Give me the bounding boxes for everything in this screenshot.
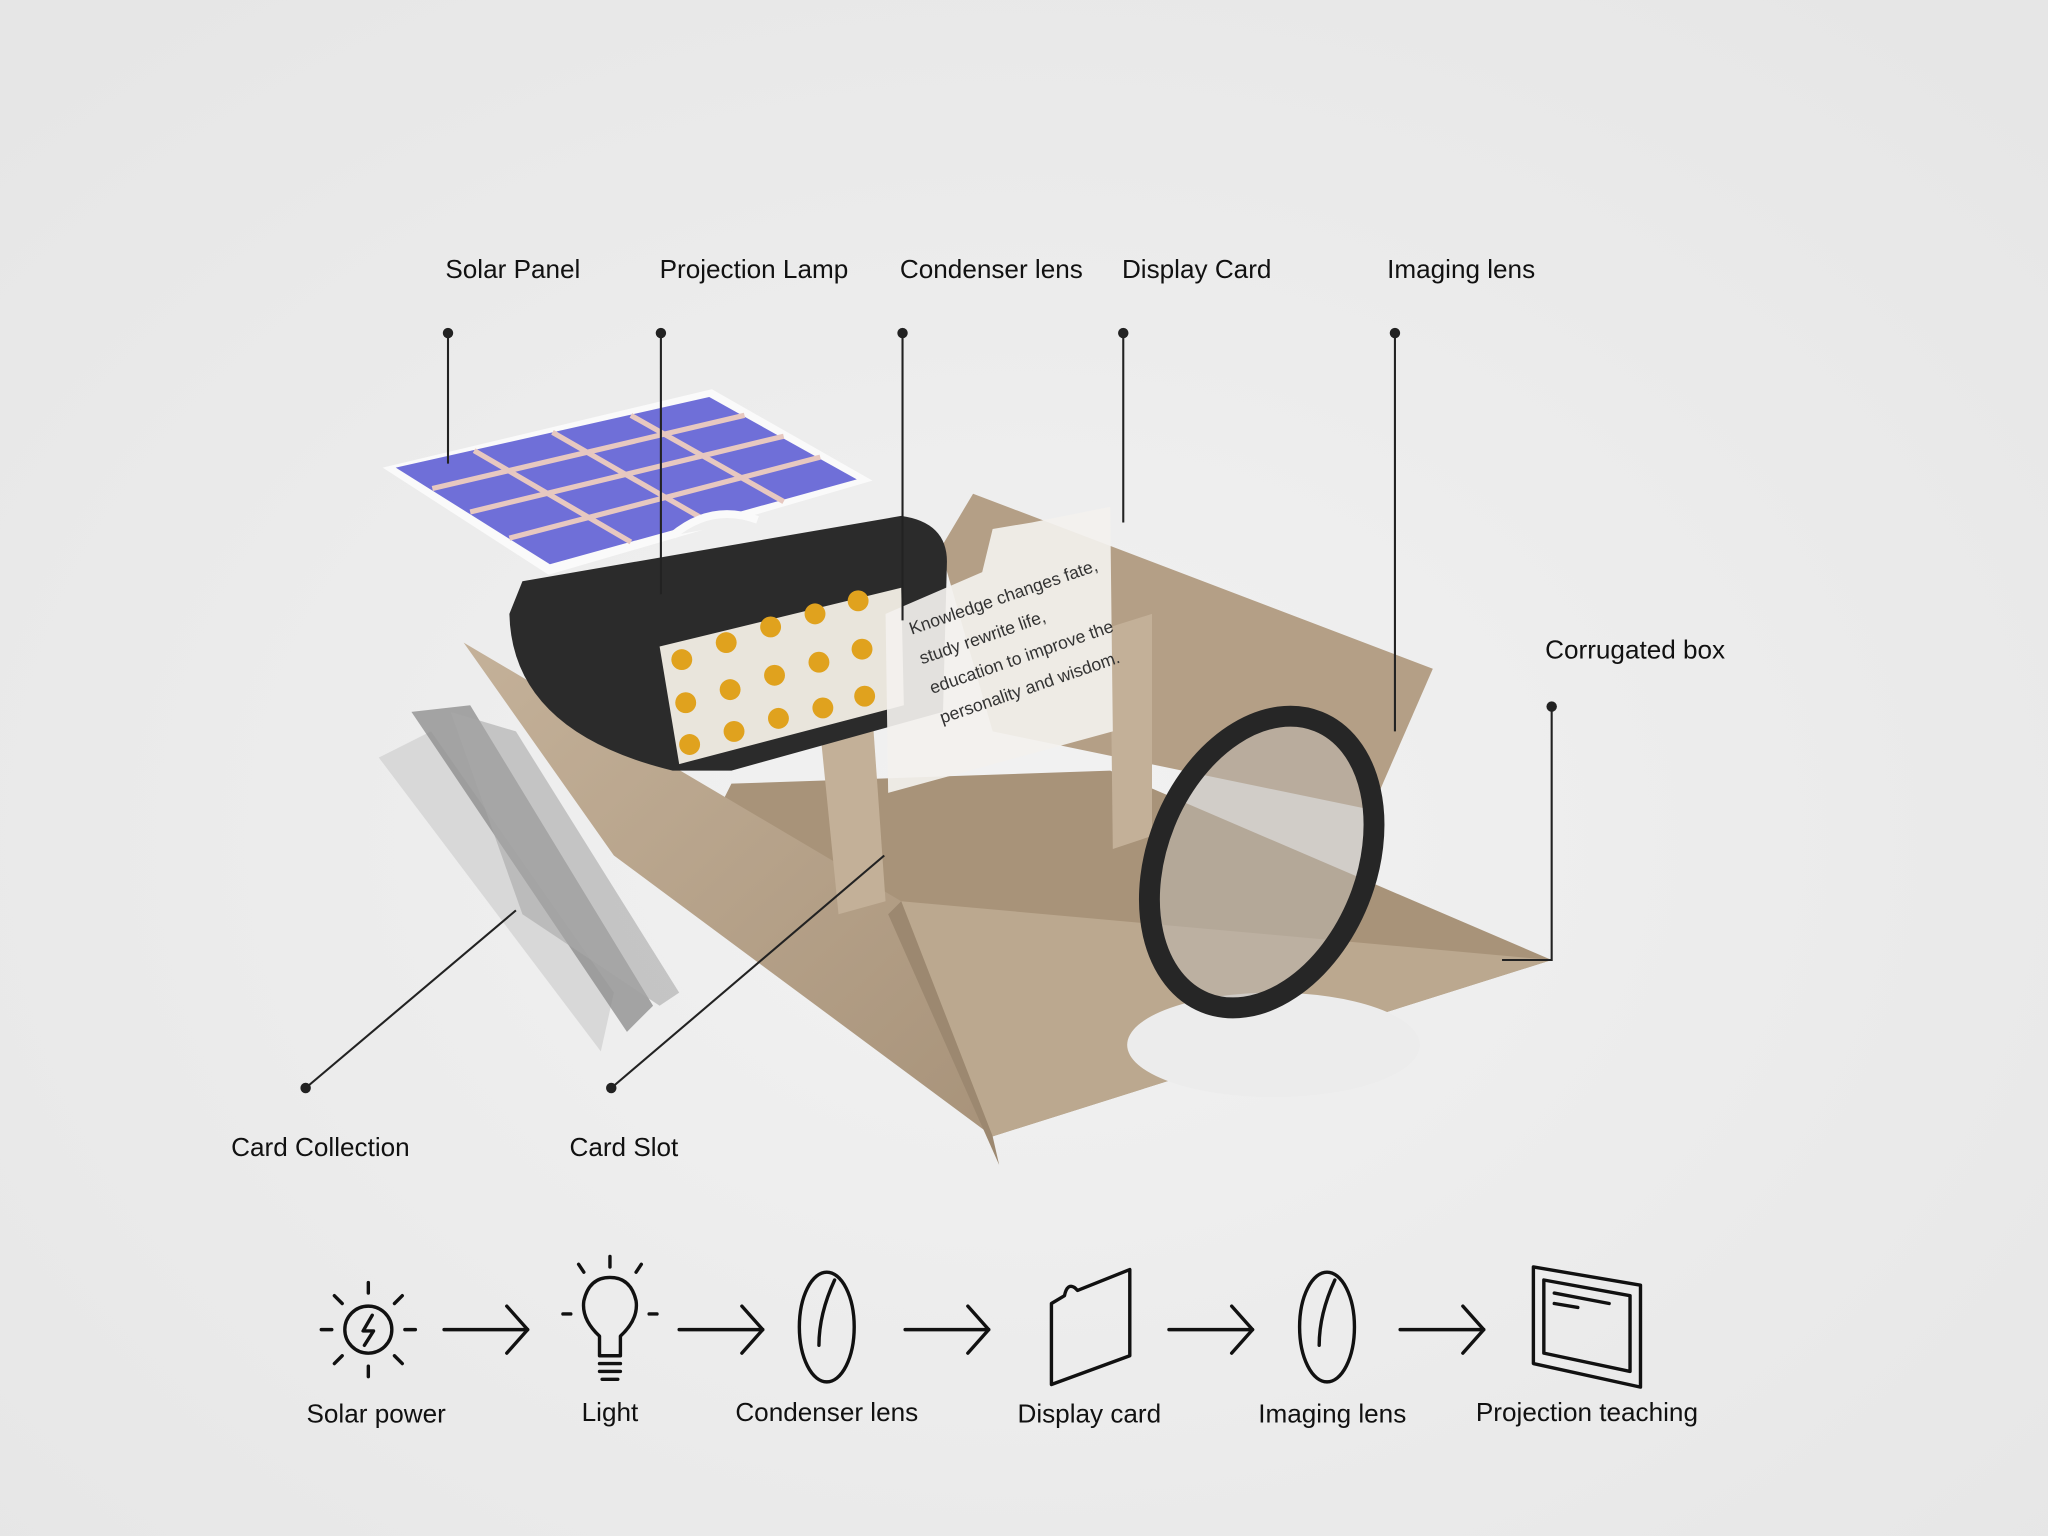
flow-arrows: [442, 1304, 1486, 1355]
arrow-right-icon: [1167, 1304, 1255, 1355]
display-card: Knowledge changes fate, study rewrite li…: [885, 506, 1122, 793]
flow-label: Solar power: [306, 1398, 446, 1428]
solar-panel: [382, 389, 873, 575]
light-bulb-icon: [561, 1254, 659, 1381]
arrow-right-icon: [677, 1304, 765, 1355]
imaging-lens: [1138, 705, 1385, 1019]
card-collection: [378, 705, 680, 1052]
label-condenser-lens: Condenser lens: [900, 254, 1083, 284]
label-card-collection: Card Collection: [231, 1132, 410, 1162]
label-imaging-lens: Imaging lens: [1387, 254, 1535, 284]
screen-icon: [1531, 1265, 1643, 1389]
label-card-slot: Card Slot: [569, 1132, 679, 1162]
arrow-right-icon: [903, 1304, 991, 1355]
label-display-card: Display Card: [1122, 254, 1271, 284]
label-corrugated-box: Corrugated box: [1545, 634, 1725, 664]
arrow-right-icon: [1398, 1304, 1486, 1355]
card-icon: [1049, 1267, 1132, 1387]
flow-label: Light: [582, 1397, 639, 1427]
leader-lines: [300, 327, 1557, 1094]
flow-label: Display card: [1017, 1398, 1161, 1428]
label-solar-panel: Solar Panel: [445, 254, 580, 284]
projection-lamp: [509, 515, 947, 771]
imaging-lens-icon: [1297, 1270, 1357, 1384]
flow-label: Imaging lens: [1258, 1398, 1406, 1428]
arrow-right-icon: [442, 1304, 530, 1355]
flow-label: Projection teaching: [1476, 1397, 1698, 1427]
label-projection-lamp: Projection Lamp: [660, 254, 849, 284]
condenser-lens-icon: [797, 1270, 856, 1384]
flow-label: Condenser lens: [735, 1397, 918, 1427]
sun-bolt-icon: [319, 1280, 418, 1379]
